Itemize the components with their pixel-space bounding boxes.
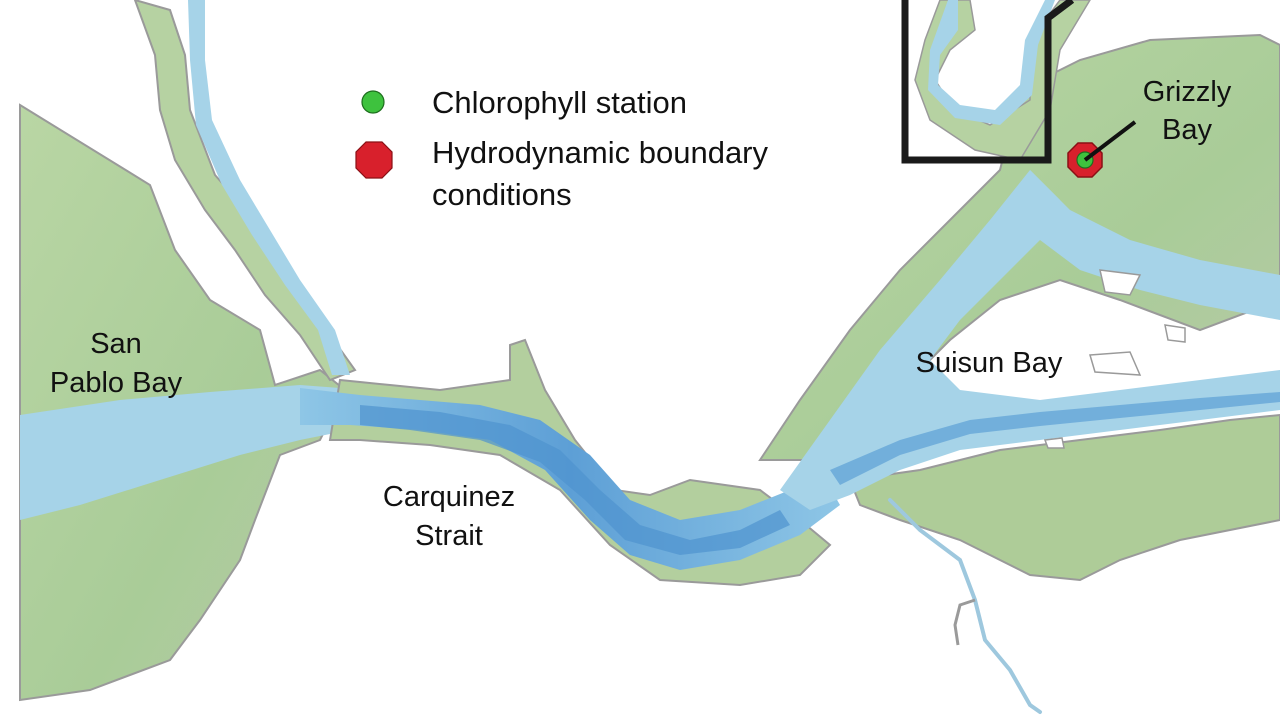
label-suisun-bay: Suisun Bay	[916, 347, 1063, 379]
south-creek	[888, 498, 1042, 714]
grizzly-channel-water	[1030, 170, 1280, 320]
north-river	[133, 0, 357, 382]
legend-boundary-label-line2: conditions	[432, 177, 572, 212]
suisun-south-land	[848, 413, 1280, 582]
san-pablo-bay-water	[20, 385, 350, 520]
label-carquinez-strait-line1: Carquinez	[383, 481, 515, 513]
suisun-deep-channel	[830, 392, 1280, 485]
legend-chlorophyll-label: Chlorophyll station	[432, 85, 687, 120]
upper-river-water	[928, 0, 1055, 125]
carquinez-strait-deep	[360, 405, 790, 555]
grizzly-leader-line	[1083, 120, 1137, 162]
inset-frame	[901, 0, 1075, 164]
legend-boundary-label-line1: Hydrodynamic boundary	[432, 135, 769, 170]
suisun-bay-water	[780, 170, 1280, 510]
island-4	[1043, 437, 1065, 449]
island-1	[1099, 269, 1142, 296]
legend-chlorophyll-icon	[361, 90, 385, 114]
suisun-bay-area	[758, 33, 1280, 582]
label-carquinez-strait-line2: Strait	[415, 520, 483, 552]
legend: Chlorophyll station Hydrodynamic boundar…	[355, 85, 769, 212]
legend-boundary-icon	[355, 141, 393, 179]
label-san-pablo-bay-line2: Pablo Bay	[50, 367, 183, 399]
label-grizzly-bay-line1: Grizzly	[1143, 76, 1232, 108]
grizzly-station-marker	[1067, 120, 1137, 178]
label-grizzly-bay-line2: Bay	[1162, 114, 1212, 146]
san-pablo-bay-area	[19, 103, 350, 702]
south-creek-branch	[953, 598, 976, 646]
island-3	[1164, 324, 1186, 343]
island-2	[1089, 351, 1142, 376]
label-san-pablo-bay-line1: San	[90, 328, 142, 360]
north-river-water	[188, 0, 350, 375]
